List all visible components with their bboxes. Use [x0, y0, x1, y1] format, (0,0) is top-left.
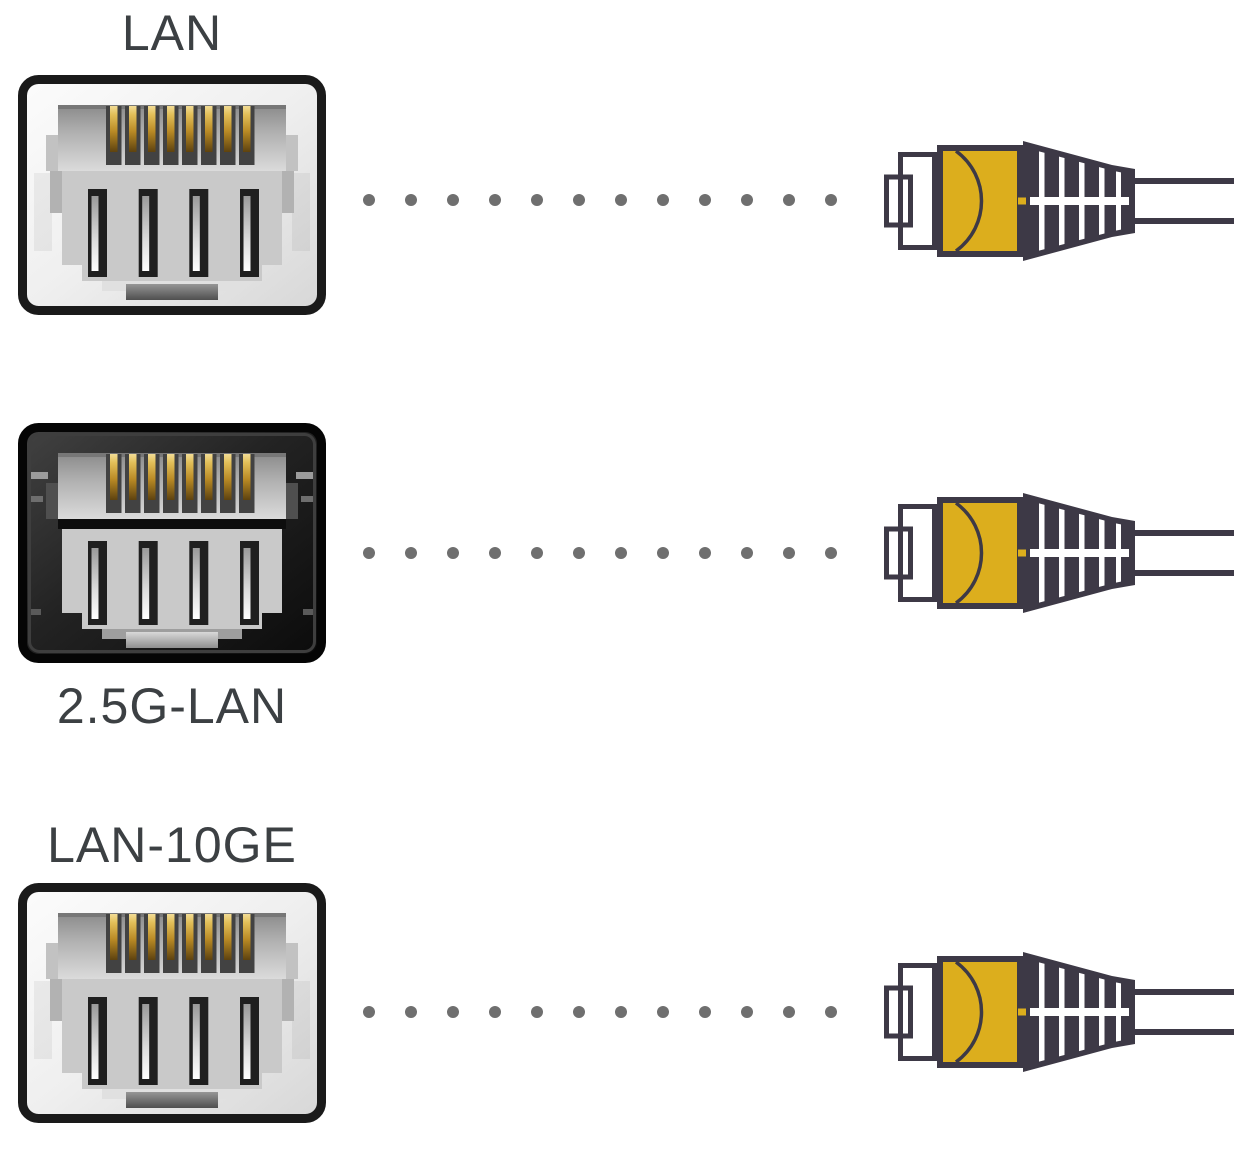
ethernet-cable-plug-icon-1 — [884, 141, 1234, 261]
dotted-connection-line-3 — [363, 1006, 837, 1018]
rj45-jack-lan-10ge-icon — [18, 883, 326, 1123]
port-label-lan: LAN — [121, 5, 223, 61]
dotted-connection-line-2 — [363, 547, 837, 559]
rj45-jack-2-5g-lan-icon — [18, 423, 326, 663]
port-label-lan-10ge: LAN-10GE — [47, 817, 297, 873]
ethernet-cable-plug-icon-2 — [884, 493, 1234, 613]
ethernet-cable-plug-icon-3 — [884, 952, 1234, 1072]
rj45-jack-lan-icon — [18, 75, 326, 315]
dotted-connection-line-1 — [363, 194, 837, 206]
port-label-2-5g-lan: 2.5G-LAN — [56, 678, 288, 734]
